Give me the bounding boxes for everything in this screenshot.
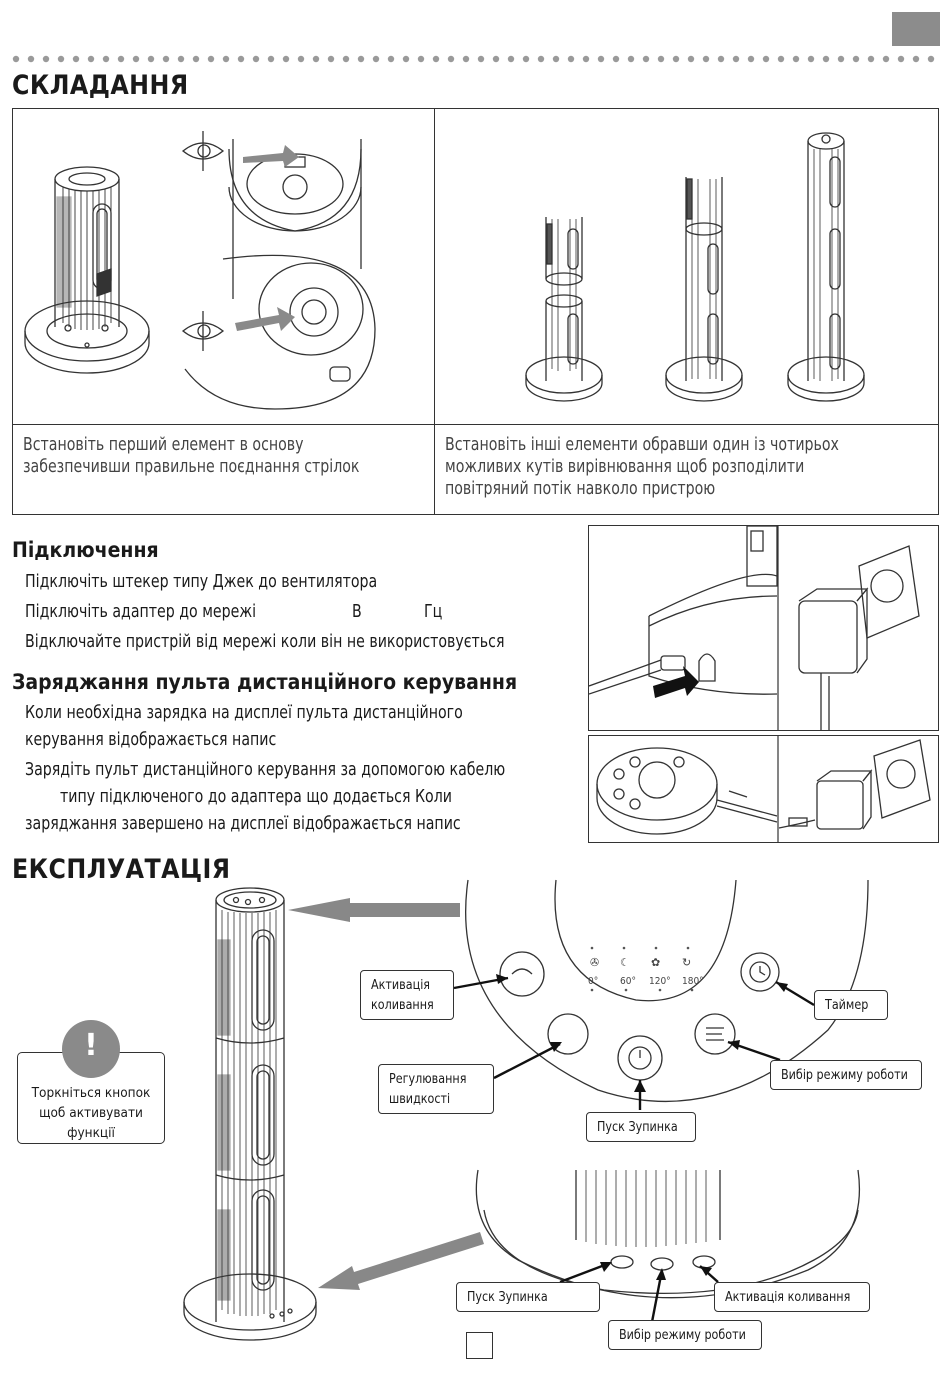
svg-text:☾: ☾	[620, 956, 630, 969]
callout-speed: Регулювання швидкості	[378, 1064, 494, 1114]
assembly-title: СКЛАДАННЯ	[12, 70, 189, 101]
callout-power: Пуск Зупинка	[586, 1112, 696, 1142]
frequency-unit: Гц	[424, 602, 443, 622]
connection-photos	[588, 525, 939, 731]
charging-line-3: Зарядіть пульт дистанційного керування з…	[25, 760, 506, 780]
callout-bottom-power: Пуск Зупинка	[456, 1282, 600, 1312]
charging-line-4: типу підключеного до адаптера що додаєть…	[60, 787, 452, 807]
operation-title: ЕКСПЛУАТАЦІЯ	[12, 854, 231, 885]
assembly-left-text: Встановіть перший елемент в основу забез…	[23, 435, 360, 477]
callout-oscillation: Активація коливання	[360, 970, 454, 1020]
callout-bottom-oscillation: Активація коливання	[714, 1282, 870, 1312]
dotted-divider	[12, 55, 935, 63]
page-number-box	[466, 1332, 493, 1359]
charging-photos	[588, 735, 939, 843]
connection-title: Підключення	[12, 538, 159, 562]
svg-text:↻: ↻	[682, 956, 691, 969]
charging-title: Заряджання пульта дистанційного керуванн…	[12, 670, 518, 694]
operation-illustration: ✇ ☾ ✿ ↻	[183, 879, 869, 1341]
connection-line-1: Підключіть штекер типу Джек до вентилято…	[25, 572, 378, 592]
svg-text:✿: ✿	[651, 956, 660, 969]
language-tab	[892, 12, 940, 46]
svg-text:✇: ✇	[590, 956, 599, 969]
assembly-right-text: Встановіть інші елементи обравши один із…	[445, 435, 839, 499]
callout-timer: Таймер	[814, 990, 888, 1020]
assembly-right-illustration	[525, 132, 865, 402]
angle-label-60: 60°	[620, 976, 636, 987]
callout-bottom-mode: Вибір режиму роботи	[608, 1320, 762, 1350]
assembly-left-illustration	[24, 131, 376, 410]
callout-mode: Вибір режиму роботи	[770, 1060, 922, 1090]
charging-line-5: заряджання завершено на дисплеї відображ…	[25, 814, 461, 834]
voltage-unit: В	[352, 602, 362, 622]
warning-icon: !	[62, 1020, 120, 1078]
warning-text: Торкніться кнопок щоб активувати функції	[31, 1085, 151, 1141]
charging-line-1: Коли необхідна зарядка на дисплеї пульта…	[25, 703, 463, 723]
connection-line-3: Відключайте пристрій від мережі коли він…	[25, 632, 505, 652]
connection-line-2: Підключіть адаптер до мережі	[25, 602, 257, 622]
angle-label-120: 120°	[649, 976, 671, 987]
assembly-table: Встановіть перший елемент в основу забез…	[12, 108, 939, 515]
charging-line-2: керування відображається напис	[25, 730, 277, 750]
angle-label-180: 180°	[682, 976, 704, 987]
angle-label-0: 0°	[588, 976, 599, 987]
